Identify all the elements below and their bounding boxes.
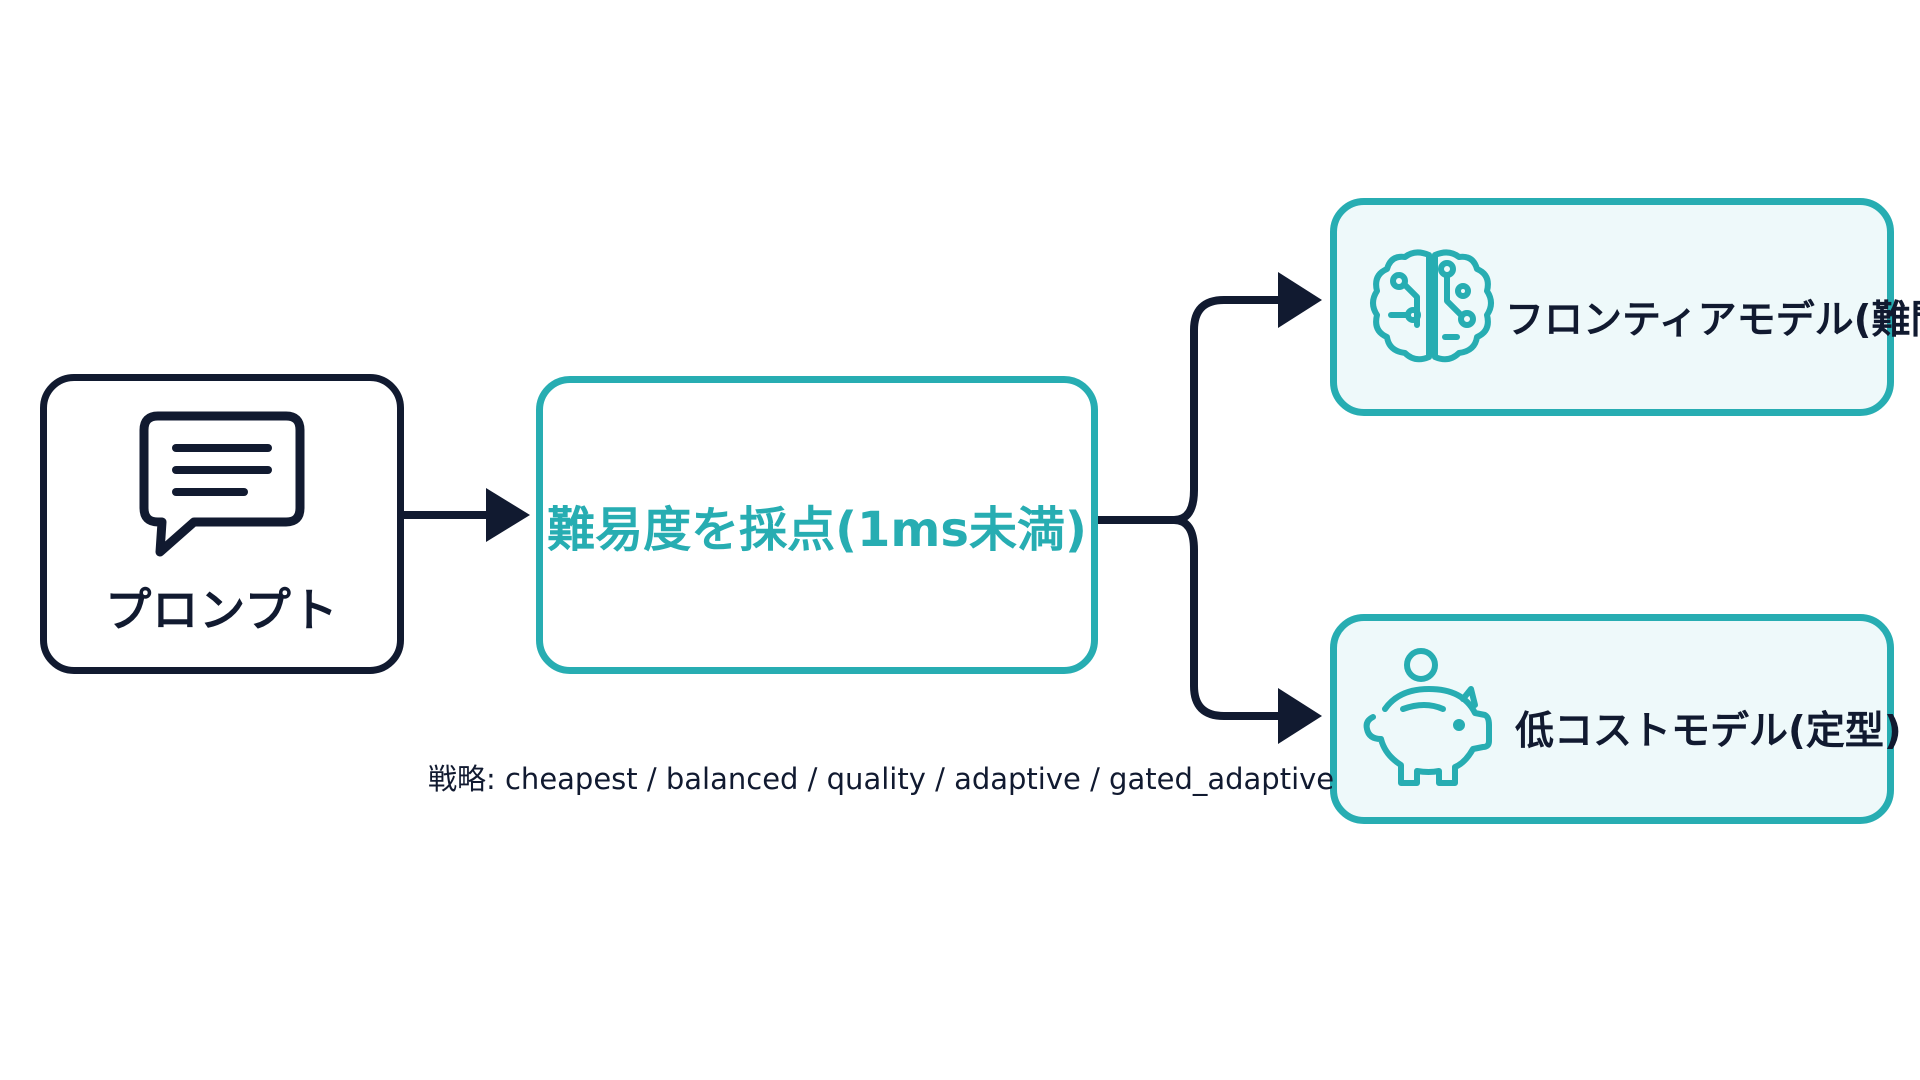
edge-to-lowcost — [1173, 516, 1282, 720]
chat-bubble-icon — [139, 411, 305, 557]
arrowhead-lowcost — [1278, 688, 1322, 744]
arrowhead-frontier — [1278, 272, 1322, 328]
prompt-label: プロンプト — [105, 583, 339, 637]
edge-to-frontier — [1173, 296, 1282, 524]
scorer-label: 難易度を採点(1ms未満) — [547, 502, 1087, 558]
prompt-node: プロンプト — [40, 374, 404, 674]
brain-circuit-icon — [1370, 249, 1494, 363]
low-cost-model-label: 低コストモデル(定型) — [1515, 709, 1902, 754]
strategy-caption: 戦略: cheapest / balanced / quality / adap… — [428, 762, 1335, 796]
arrowhead-scorer — [486, 488, 530, 542]
frontier-model-node: フロンティアモデル(難問) — [1330, 198, 1920, 416]
difficulty-scorer-node: 難易度を採点(1ms未満) — [536, 376, 1098, 674]
frontier-model-label: フロンティアモデル(難問) — [1505, 298, 1920, 343]
low-cost-model-node: 低コストモデル(定型) — [1330, 614, 1902, 824]
piggy-bank-icon — [1363, 648, 1492, 786]
